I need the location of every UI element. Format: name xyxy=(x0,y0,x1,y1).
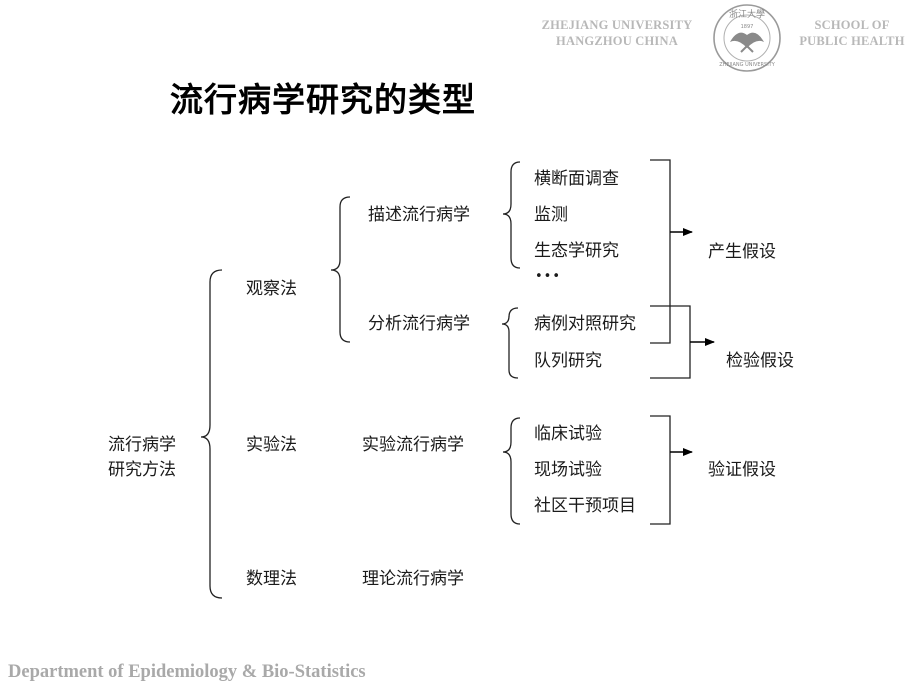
outcome-generate: 产生假设 xyxy=(708,242,776,262)
outcome-verify: 验证假设 xyxy=(708,460,776,480)
brace-descriptive xyxy=(502,161,521,269)
university-name-line2: HANGZHOU CHINA xyxy=(556,34,678,48)
root-label-line1: 流行病学 xyxy=(108,435,176,455)
item-surveillance: 监测 xyxy=(534,205,568,225)
brace-analytic xyxy=(501,307,519,379)
bracket-verify xyxy=(650,415,671,525)
brace-observation xyxy=(330,196,351,343)
seal-bottom-text: ZHEJIANG UNIVERSITY xyxy=(719,62,776,68)
university-seal-logo: 浙江大學 1897 ZHEJIANG UNIVERSITY xyxy=(713,4,781,72)
type-descriptive: 描述流行病学 xyxy=(368,205,470,225)
method-theory: 数理法 xyxy=(246,569,297,589)
item-field-trial: 现场试验 xyxy=(534,460,602,480)
bracket-generate xyxy=(650,159,671,344)
root-label-line2: 研究方法 xyxy=(108,460,176,480)
university-name-line1: ZHEJIANG UNIVERSITY xyxy=(541,18,693,32)
item-ellipsis: ••• xyxy=(535,269,562,284)
outcome-test: 检验假设 xyxy=(726,351,794,371)
seal-top-text: 浙江大學 xyxy=(729,8,765,20)
brace-experimental xyxy=(502,417,521,525)
type-analytic: 分析流行病学 xyxy=(368,314,470,334)
type-experimental: 实验流行病学 xyxy=(362,435,464,455)
type-theoretical: 理论流行病学 xyxy=(362,569,464,589)
item-case-control: 病例对照研究 xyxy=(534,314,636,334)
item-community-intervention: 社区干预项目 xyxy=(534,496,636,516)
brace-methods xyxy=(200,269,223,599)
school-name-line2: PUBLIC HEALTH xyxy=(799,34,905,48)
seal-year: 1897 xyxy=(741,24,754,30)
item-clinical-trial: 临床试验 xyxy=(534,424,602,444)
item-cross-sectional: 横断面调查 xyxy=(534,169,619,189)
slide-title: 流行病学研究的类型 xyxy=(170,80,476,119)
item-ecological: 生态学研究 xyxy=(534,241,619,261)
item-cohort: 队列研究 xyxy=(534,351,602,371)
university-name: ZHEJIANG UNIVERSITY HANGZHOU CHINA xyxy=(520,17,714,49)
method-experiment: 实验法 xyxy=(246,435,297,455)
school-name-line1: SCHOOL OF xyxy=(814,18,890,32)
school-name: SCHOOL OF PUBLIC HEALTH xyxy=(784,17,920,49)
department-footer: Department of Epidemiology & Bio-Statist… xyxy=(8,662,366,682)
method-observation: 观察法 xyxy=(246,279,297,299)
